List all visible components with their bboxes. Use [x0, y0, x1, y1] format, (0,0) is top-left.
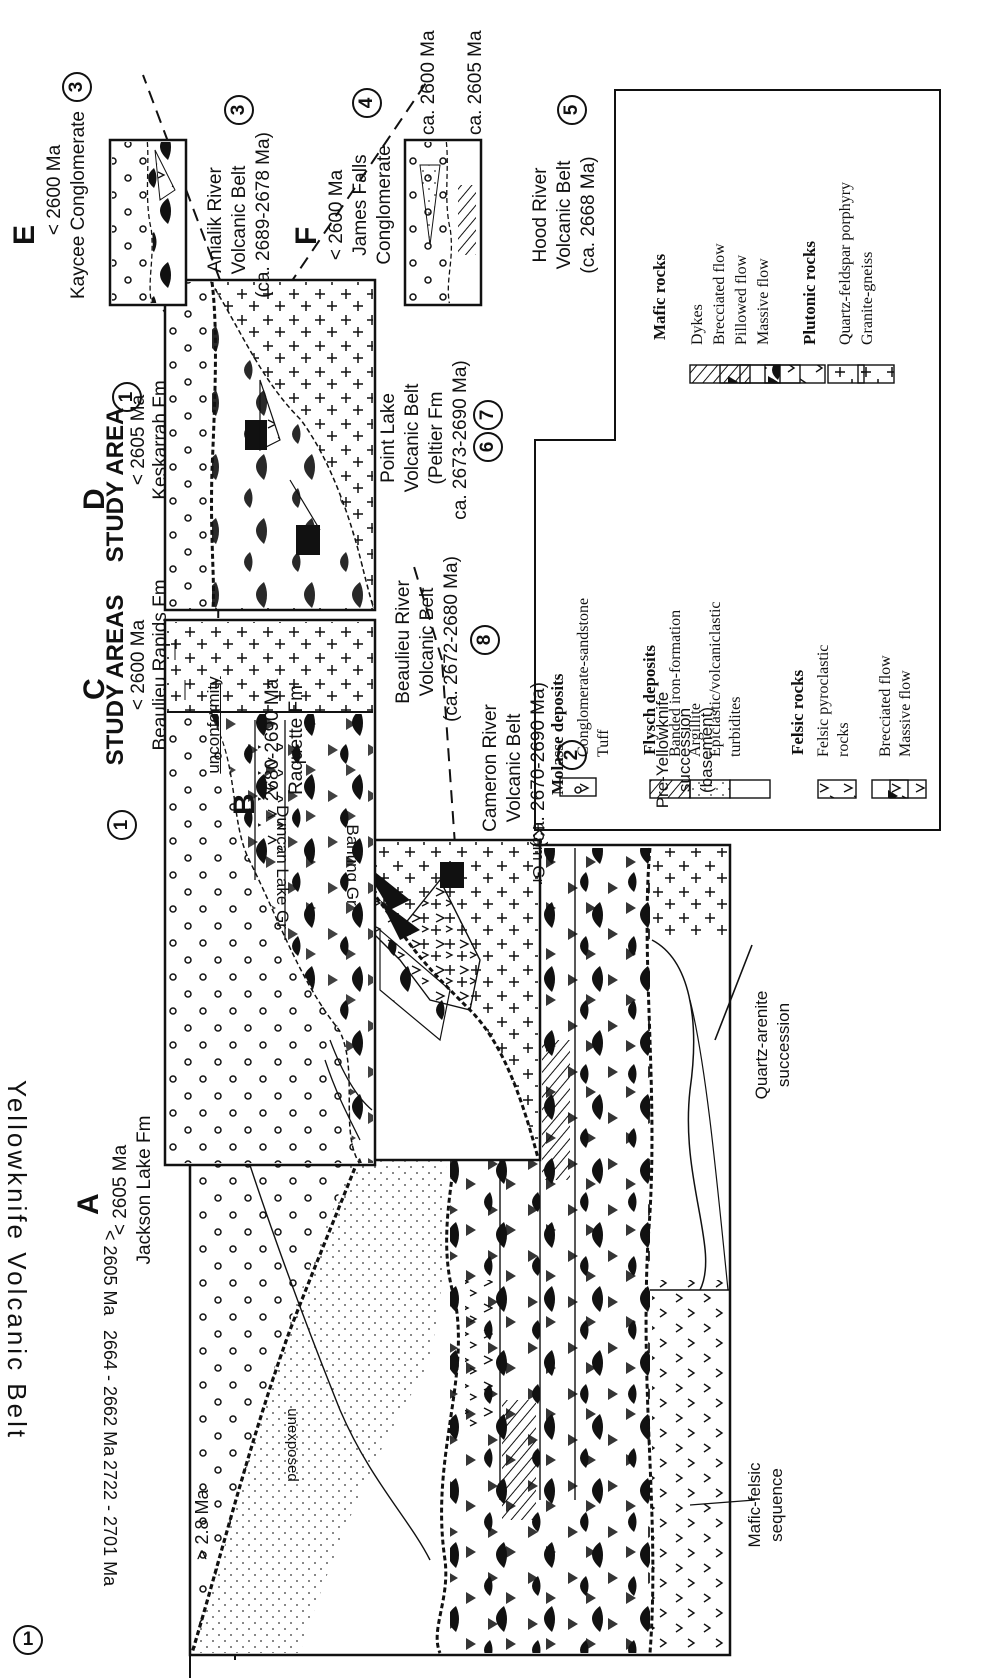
column-d-belt2: Volcanic Belt [402, 368, 423, 508]
side-title-ref: 1 [13, 1625, 43, 1655]
column-a-ref: 1 [107, 810, 137, 840]
column-e-letter: E [8, 225, 42, 245]
column-e-ref2: 3 [224, 95, 254, 125]
legend-felsic-item-4: Massive flow [898, 557, 915, 757]
legend-molasse-item-2: Tuff [596, 557, 613, 757]
mafic-felsic-label: Mafic-felsic [745, 1440, 764, 1570]
column-b-letter: B [228, 793, 262, 815]
side-title: Yellowknife Volcanic Belt [1, 1050, 32, 1470]
column-f-belt3: (ca. 2668 Ma) [578, 140, 599, 290]
legend-felsic-item-2: rocks [836, 557, 853, 757]
column-d-study: STUDY AREA [102, 395, 130, 575]
column-d-belt4: ca. 2673-2690 Ma) [450, 325, 471, 555]
column-d-name: Keskarrah Fm [150, 375, 171, 505]
column-a-letter: A [72, 1193, 106, 1215]
time-label-3: 2722 - 2701 Ma [99, 1460, 120, 1620]
unexposed-label: unexposed [283, 1395, 300, 1495]
column-f-age-bot: ca. 2605 Ma [465, 0, 486, 135]
column-f-ref2: 5 [557, 95, 587, 125]
legend-molasse-title: Molasse deposits [548, 615, 568, 795]
legend-mafic-item-1: Dykes [690, 185, 707, 345]
column-f-letter: F [290, 227, 324, 245]
column-c-belt3: (ca. 2672-2680 Ma) [441, 534, 462, 744]
column-d-belt1: Point Lake [378, 368, 399, 508]
column-e-ref: 3 [62, 72, 92, 102]
legend-felsic-title: Felsic rocks [788, 575, 808, 755]
column-e-belt1: Anialik River [205, 145, 226, 295]
duncan-label: Duncan Lake Gr [273, 792, 292, 942]
legend-flysch-item-1: Banded iron-formation [668, 557, 685, 757]
column-f-age: < 2600 Ma [326, 155, 347, 275]
column-d-ref: 1 [112, 382, 142, 412]
column-c-belt1: Beaulieu River [393, 552, 414, 732]
column-b-belt2: Volcanic Belt [504, 678, 525, 858]
legend-flysch-title: Flysch deposits [640, 575, 660, 755]
legend-plutonic-title: Plutonic rocks [800, 185, 820, 345]
mafic-felsic-label-2: sequence [767, 1440, 786, 1570]
column-f-name1: James Falls [350, 135, 371, 275]
legend-plutonic-item-1: Quartz-feldspar porphyry [838, 105, 855, 345]
legend-mafic-item-3: Pillowed flow [734, 185, 751, 345]
quartz-arenite-label: Quartz-arenite [752, 965, 771, 1125]
unconformity-label: unconformity [204, 660, 223, 790]
legend-molasse-item-1: Conglomerate-sandstone [576, 557, 593, 757]
column-b-belt1: Cameron River [480, 678, 501, 858]
column-f-belt2: Volcanic Belt [554, 140, 575, 290]
quartz-arenite-label-2: succession [774, 965, 793, 1125]
column-a-name: Jackson Lake Fm [134, 1070, 155, 1310]
column-e-age: < 2600 Ma [44, 130, 65, 250]
column-e-name: Kaycee Conglomerate [68, 90, 89, 320]
legend-mafic-item-4: Massive flow [756, 185, 773, 345]
column-f-ref: 4 [352, 88, 382, 118]
column-e-belt3: (ca. 2689-2678 Ma) [253, 110, 274, 320]
column-c-ref: 8 [470, 625, 500, 655]
column-f-age-top: ca. 2600 Ma [418, 0, 439, 135]
legend-plutonic-item-2: Granite-gneiss [860, 145, 877, 345]
column-d-belt3: (Peltier Fm [426, 368, 447, 508]
legend-flysch-item-4: turbidites [728, 557, 745, 757]
kam-label: Kam Gr [529, 815, 548, 895]
column-d-ref3: 7 [473, 400, 503, 430]
column-c-belt2: Volcanic Belt [417, 552, 438, 732]
column-d-artwork [165, 280, 375, 612]
banting-label: Banting Gr [343, 800, 362, 930]
column-e-artwork [110, 140, 186, 305]
time-label-2: 2664 - 2662 Ma [99, 1330, 120, 1480]
time-label-4: > 2.8 Ma [192, 1450, 213, 1560]
column-c-study: STUDY AREAS [102, 585, 130, 775]
legend-felsic-item-3: Brecciated flow [878, 557, 895, 757]
legend-mafic-title: Mafic rocks [650, 200, 670, 340]
column-c-age: < 2600 Ma [128, 605, 149, 725]
legend-mafic-item-2: Brecciated flow [712, 185, 729, 345]
legend-flysch-item-3: Epiclastic/volcaniclastic [708, 537, 725, 757]
legend-felsic-item-1: Felsic pyroclastic [816, 557, 833, 757]
column-d-ref2: 6 [473, 432, 503, 462]
column-c-name: Beaulieu Rapids Fm [150, 560, 171, 770]
column-f-name2: Conglomerate [374, 135, 395, 275]
column-f-artwork [405, 140, 481, 305]
column-f-belt1: Hood River [530, 140, 551, 290]
column-e-belt2: Volcanic Belt [229, 145, 250, 295]
legend-flysch-item-2: Argillite [688, 557, 705, 757]
